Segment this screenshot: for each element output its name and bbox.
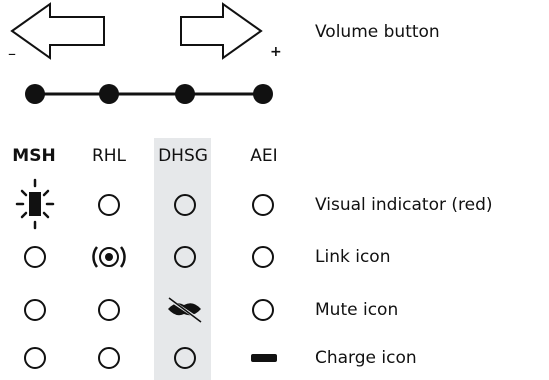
row-label-charge-icon: Charge icon xyxy=(315,348,417,368)
volume-dot-1 xyxy=(25,84,45,104)
off-indicator-icon xyxy=(174,194,196,216)
volume-up-arrow-icon xyxy=(180,2,263,60)
mute-icon xyxy=(168,297,202,323)
column-dhsg: DHSG xyxy=(158,146,208,166)
off-indicator-icon xyxy=(24,347,46,369)
volume-down-arrow-icon xyxy=(10,2,105,60)
volume-button-label: Volume button xyxy=(315,22,440,42)
off-indicator-icon xyxy=(98,299,120,321)
off-indicator-icon xyxy=(252,246,274,268)
column-aei: AEI xyxy=(250,146,278,166)
volume-dot-2 xyxy=(99,84,119,104)
off-indicator-icon xyxy=(24,299,46,321)
off-indicator-icon xyxy=(98,347,120,369)
row-label-visual-indicator: Visual indicator (red) xyxy=(315,195,493,215)
volume-dot-3 xyxy=(175,84,195,104)
row-label-mute-icon: Mute icon xyxy=(315,300,399,320)
off-indicator-icon xyxy=(252,194,274,216)
off-indicator-icon xyxy=(174,246,196,268)
off-indicator-icon xyxy=(24,246,46,268)
off-indicator-icon xyxy=(98,194,120,216)
row-label-link-icon: Link icon xyxy=(315,247,391,267)
volume-graphic xyxy=(10,2,273,104)
link-icon xyxy=(92,246,126,268)
off-indicator-icon xyxy=(174,347,196,369)
volume-dot-4 xyxy=(253,84,273,104)
charge-icon xyxy=(251,354,277,362)
column-rhl: RHL xyxy=(91,146,127,166)
off-indicator-icon xyxy=(252,299,274,321)
highlighted-column-background xyxy=(154,138,211,380)
minus-sign: – xyxy=(8,44,16,63)
column-msh: MSH xyxy=(12,146,56,166)
blinking-indicator-icon xyxy=(15,178,55,230)
plus-sign: + xyxy=(270,44,282,60)
